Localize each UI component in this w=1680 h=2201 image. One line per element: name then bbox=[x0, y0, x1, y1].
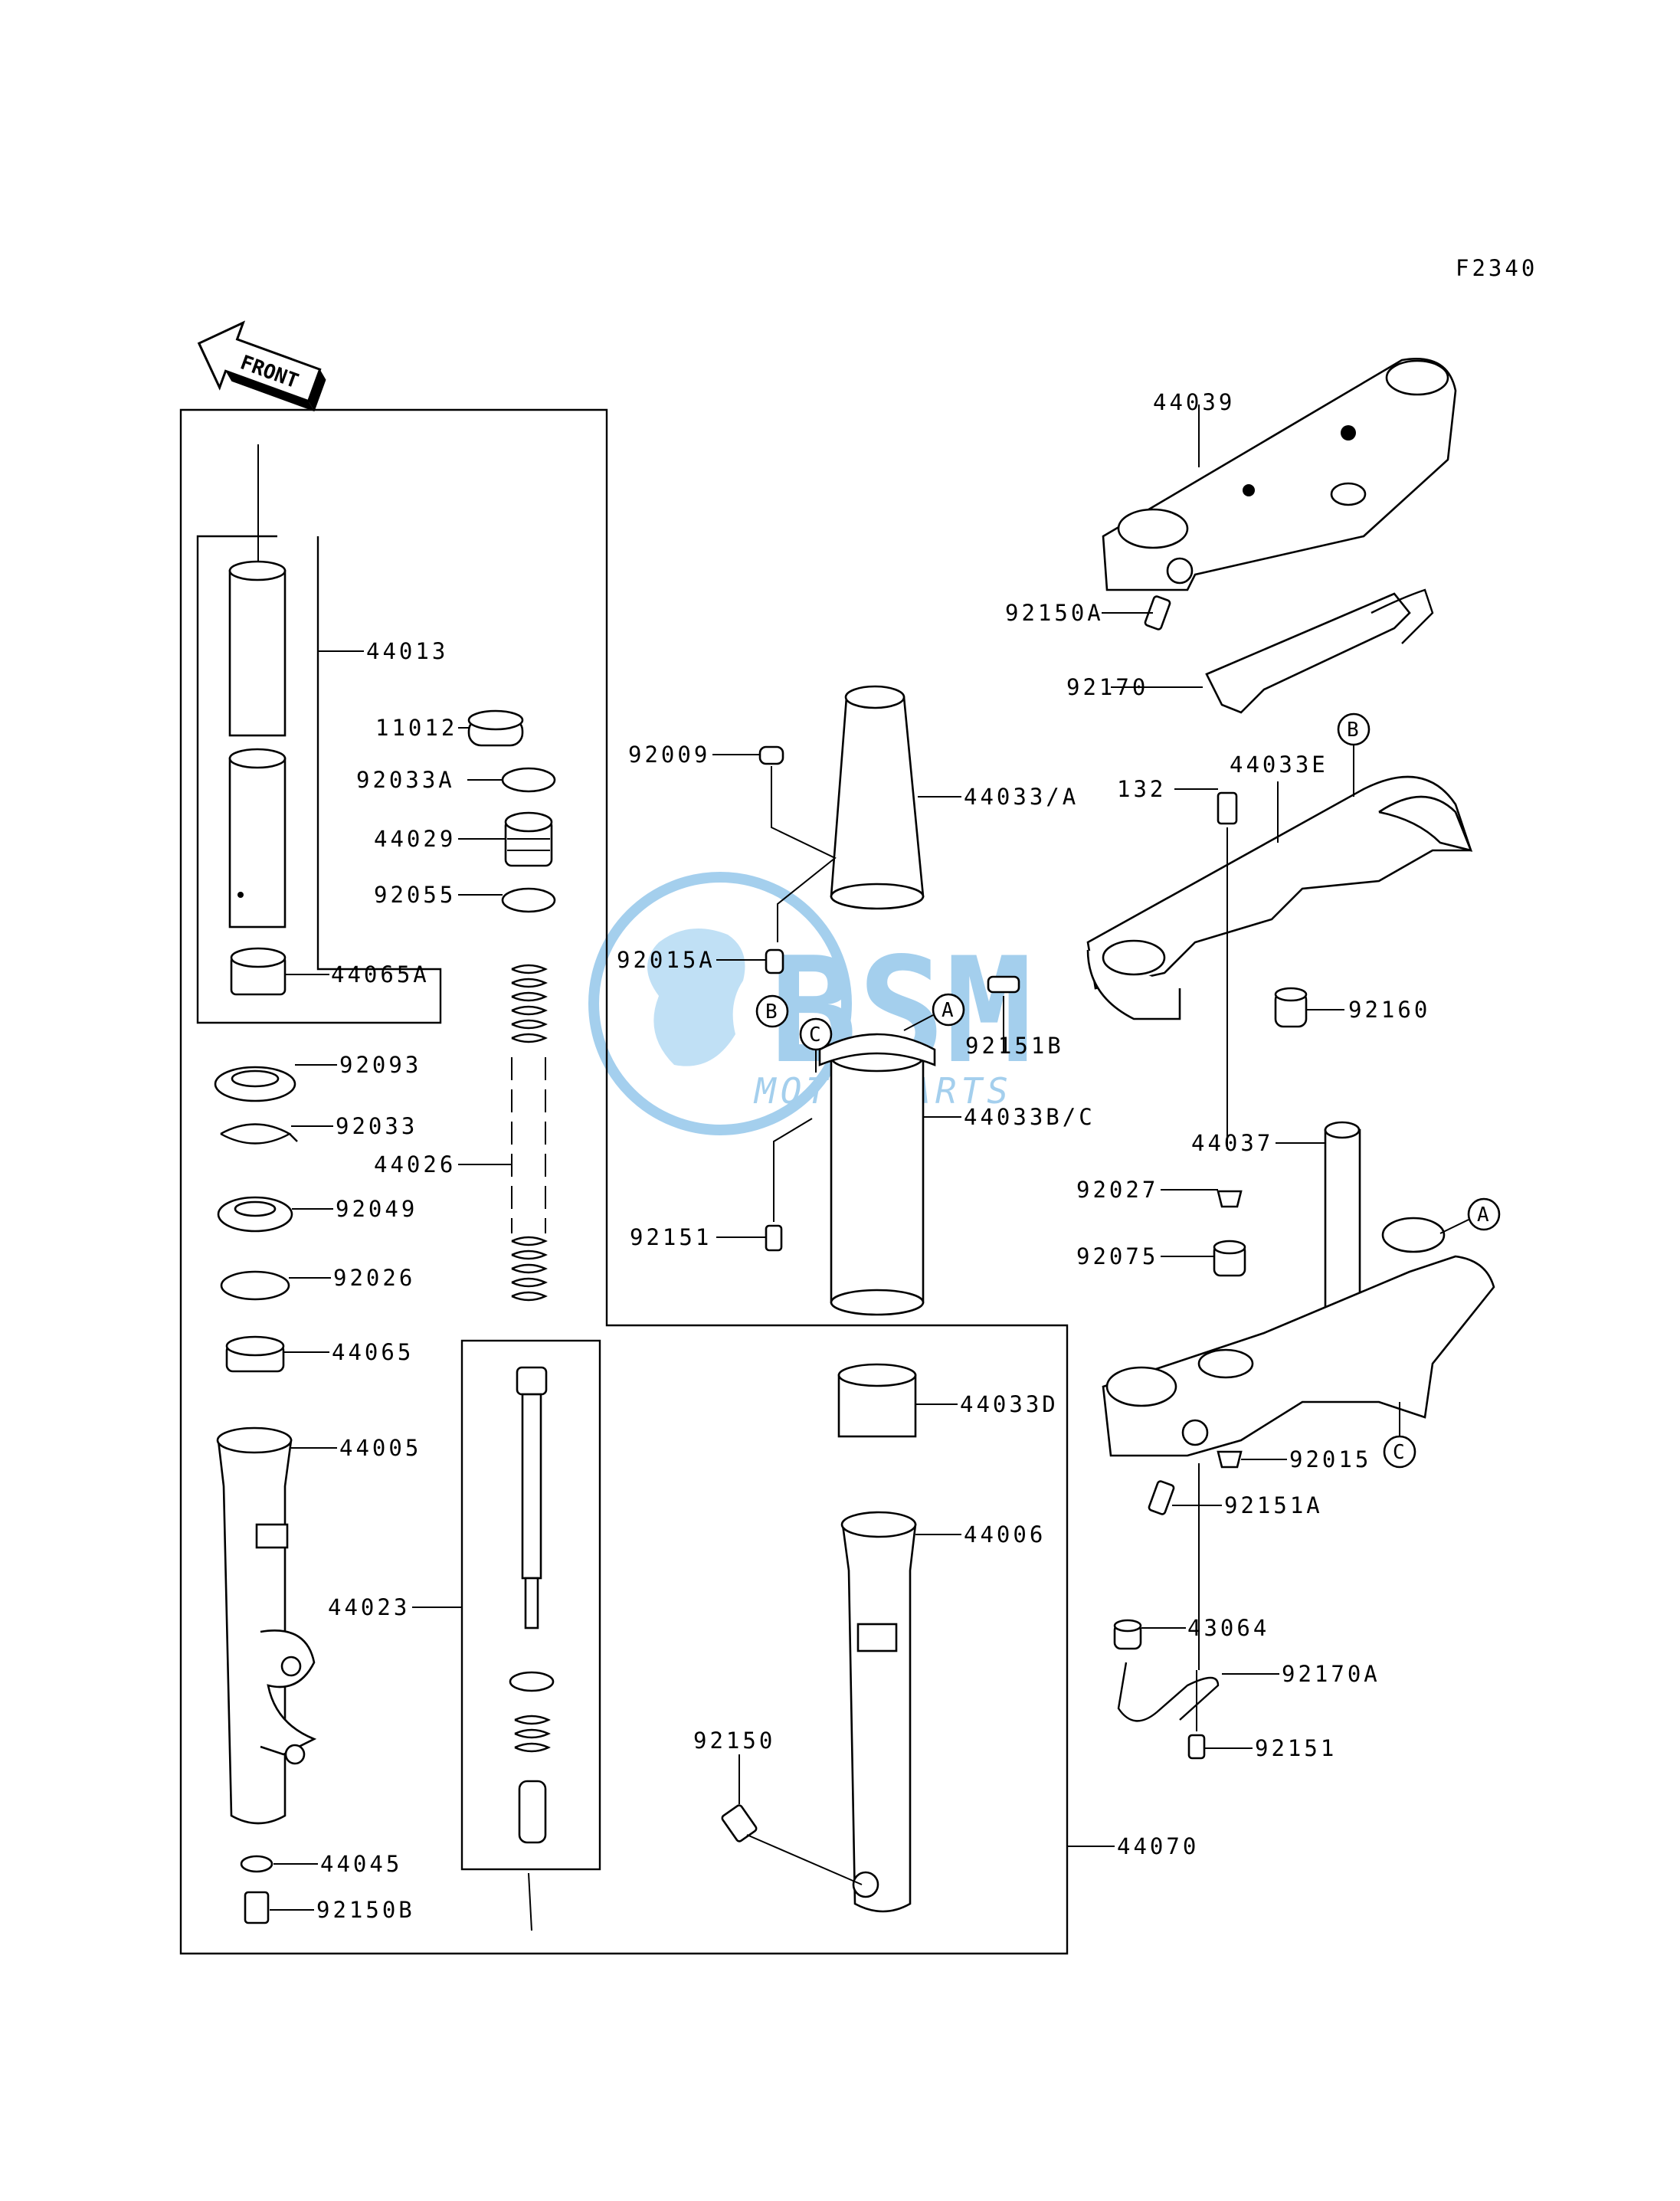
part-44005-outer-tube bbox=[216, 1426, 317, 1825]
part-44006-outer-tube bbox=[840, 1511, 917, 1913]
inner-tube-subframe bbox=[196, 535, 442, 1024]
label-44006: 44006 bbox=[964, 1521, 1046, 1548]
part-92033A-ring bbox=[501, 767, 556, 793]
label-92026: 92026 bbox=[333, 1265, 415, 1291]
part-92170-clip bbox=[1371, 588, 1434, 644]
front-arrow-icon: FRONT bbox=[197, 320, 326, 412]
part-92150-bolt bbox=[721, 1804, 863, 1885]
label-92009: 92009 bbox=[628, 742, 710, 768]
label-43064: 43064 bbox=[1187, 1615, 1269, 1641]
part-92075-bushing bbox=[1213, 1240, 1246, 1277]
part-44065A-collar bbox=[230, 947, 287, 996]
label-92151A: 92151A bbox=[1224, 1492, 1323, 1518]
label-92055: 92055 bbox=[374, 882, 456, 908]
part-92015A-bolt bbox=[765, 948, 784, 974]
part-92009-screw bbox=[758, 745, 784, 765]
part-44029-plug bbox=[504, 811, 553, 867]
damper-subframe bbox=[460, 1339, 601, 1871]
label-92150: 92150 bbox=[693, 1728, 775, 1754]
part-92160-grommet bbox=[1274, 987, 1308, 1028]
part-43064-grommet bbox=[1113, 1619, 1142, 1650]
part-92015-nut bbox=[1217, 1450, 1243, 1469]
ref-A-right: A bbox=[1477, 1204, 1489, 1227]
part-92150A-bolt bbox=[1144, 595, 1171, 630]
part-92033-clip bbox=[220, 1123, 298, 1145]
part-44037-steering-stem bbox=[1102, 1121, 1495, 1457]
label-92170: 92170 bbox=[1066, 674, 1148, 700]
ref-A-center: A bbox=[942, 999, 954, 1022]
label-44070: 44070 bbox=[1117, 1833, 1199, 1859]
part-92150B-bolt bbox=[244, 1891, 270, 1924]
label-92170A: 92170A bbox=[1282, 1661, 1380, 1687]
label-132: 132 bbox=[1117, 776, 1166, 802]
label-92033A: 92033A bbox=[356, 767, 455, 793]
label-92150A: 92150A bbox=[1005, 600, 1104, 626]
left-assembly-frame bbox=[179, 408, 1069, 1955]
part-44065-bushing bbox=[225, 1335, 285, 1373]
part-132-bolt bbox=[1217, 791, 1238, 825]
label-92075: 92075 bbox=[1076, 1243, 1158, 1269]
ref-B-right: B bbox=[1347, 719, 1359, 742]
callouts: 44039 92150A 92170 44013 11012 92033A 44… bbox=[270, 389, 1430, 1923]
label-92033: 92033 bbox=[336, 1113, 418, 1139]
ref-markers: B A C B A C bbox=[755, 712, 1501, 1469]
label-11012: 11012 bbox=[375, 715, 457, 741]
part-44033E-bracket bbox=[1086, 775, 1473, 1020]
part-92027-nut bbox=[1217, 1190, 1243, 1208]
inner-tube-upper bbox=[228, 560, 287, 737]
label-44037: 44037 bbox=[1191, 1130, 1273, 1156]
label-44045: 44045 bbox=[320, 1851, 402, 1877]
label-44033E: 44033E bbox=[1230, 752, 1328, 778]
label-92015A: 92015A bbox=[617, 947, 716, 973]
leader-92009 bbox=[771, 766, 837, 942]
label-92160: 92160 bbox=[1348, 997, 1430, 1023]
label-44033D: 44033D bbox=[960, 1391, 1059, 1417]
part-92055-oring bbox=[501, 887, 556, 913]
part-92093-dust-seal bbox=[214, 1066, 296, 1102]
label-92151B: 92151B bbox=[965, 1033, 1064, 1059]
label-92151-right: 92151 bbox=[1255, 1735, 1337, 1761]
part-44033BC-lower-cover bbox=[818, 1033, 936, 1316]
label-44005: 44005 bbox=[339, 1435, 421, 1461]
part-92026-washer bbox=[220, 1270, 290, 1301]
part-92170A-clamp bbox=[1117, 1662, 1220, 1722]
part-92151B-bolt bbox=[987, 975, 1020, 994]
label-44026: 44026 bbox=[374, 1151, 456, 1177]
label-92151-center: 92151 bbox=[630, 1224, 712, 1250]
label-44033A: 44033/A bbox=[964, 784, 1079, 810]
part-44023-damper-rod bbox=[509, 1366, 555, 1844]
watermark: BSM MOTORPARTS bbox=[588, 872, 1033, 1135]
part-44026-spring bbox=[511, 964, 548, 1302]
part-92170-bracket bbox=[1205, 592, 1411, 714]
ref-C-right: C bbox=[1393, 1441, 1405, 1464]
part-44045-washer bbox=[240, 1855, 273, 1873]
label-44065: 44065 bbox=[332, 1339, 414, 1365]
label-44023: 44023 bbox=[328, 1594, 410, 1620]
part-92151-screw-center bbox=[765, 1224, 783, 1252]
ref-B-center: B bbox=[765, 1001, 778, 1024]
part-92049-oil-seal bbox=[217, 1196, 293, 1233]
label-92150B: 92150B bbox=[316, 1897, 415, 1923]
label-92027: 92027 bbox=[1076, 1177, 1158, 1203]
label-92049: 92049 bbox=[336, 1196, 418, 1222]
label-44013: 44013 bbox=[366, 638, 448, 664]
part-92151-bolt-lower bbox=[1187, 1734, 1206, 1760]
label-44029: 44029 bbox=[374, 826, 456, 852]
inner-tube-lower bbox=[228, 748, 287, 929]
part-44033-upper-cover bbox=[830, 685, 925, 910]
part-44033D-cover bbox=[837, 1363, 917, 1438]
label-92093: 92093 bbox=[339, 1052, 421, 1078]
diagram-code: F2340 bbox=[1456, 255, 1538, 281]
label-44033BC: 44033B/C bbox=[964, 1104, 1095, 1130]
ref-C-center: C bbox=[809, 1024, 821, 1046]
label-44065A: 44065A bbox=[331, 961, 430, 988]
part-11012-cap bbox=[467, 709, 524, 747]
part-44039-upper-bracket bbox=[1102, 358, 1457, 591]
label-44039: 44039 bbox=[1153, 389, 1235, 415]
label-92015: 92015 bbox=[1289, 1446, 1371, 1472]
part-92151A-bolt bbox=[1148, 1480, 1175, 1515]
